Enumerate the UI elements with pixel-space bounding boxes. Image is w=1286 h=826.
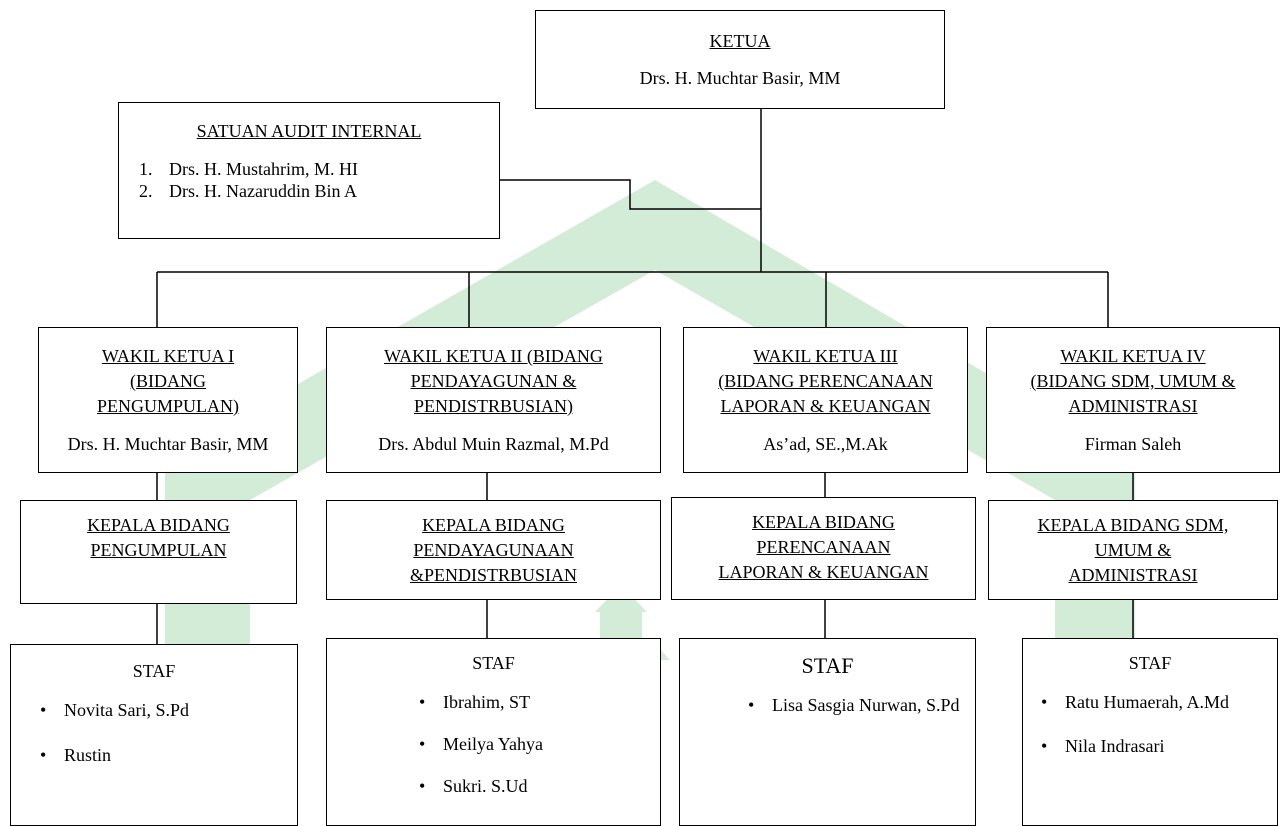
chairman-box: KETUA Drs. H. Muchtar Basir, MM [535,10,945,109]
division-head-1-title: KEPALA BIDANG PENGUMPULAN [87,515,230,560]
chairman-title: KETUA [709,31,771,51]
list-item: Ratu Humaerah, A.Md [1039,690,1277,714]
staff-2-title: STAF [472,653,515,673]
list-item: Meilya Yahya [417,732,660,756]
vice-chair-4-name: Firman Saleh [1084,434,1182,454]
division-head-3-title: KEPALA BIDANG PERENCANAAN LAPORAN & KEUA… [718,512,929,582]
chairman-name: Drs. H. Muchtar Basir, MM [639,68,841,88]
list-item: Lisa Sasgia Nurwan, S.Pd [746,693,961,717]
vice-chair-2-box: WAKIL KETUA II (BIDANG PENDAYAGUNAN & PE… [326,327,661,473]
vice-chair-1-box: WAKIL KETUA I (BIDANG PENGUMPULAN) Drs. … [38,327,298,473]
audit-member: 1.Drs. H. Mustahrim, M. HI [139,159,358,179]
vice-chair-3-box: WAKIL KETUA III (BIDANG PERENCANAAN LAPO… [683,327,968,473]
staff-4-title: STAF [1128,653,1172,673]
audit-member-list: 1.Drs. H. Mustahrim, M. HI 2.Drs. H. Naz… [139,158,499,202]
division-head-2-box: KEPALA BIDANG PENDAYAGUNAAN &PENDISTRBUS… [326,500,661,600]
staff-4-list: Ratu Humaerah, A.Md Nila Indrasari [1039,690,1277,758]
audit-title: SATUAN AUDIT INTERNAL [196,121,422,141]
vice-chair-1-name: Drs. H. Muchtar Basir, MM [67,434,269,454]
division-head-4-title: KEPALA BIDANG SDM, UMUM & ADMINISTRASI [1037,515,1229,585]
audit-member: 2.Drs. H. Nazaruddin Bin A [139,181,357,201]
vice-chair-3-name: As’ad, SE.,M.Ak [763,434,888,454]
staff-2-list: Ibrahim, ST Meilya Yahya Sukri. S.Ud [417,690,660,798]
vice-chair-4-box: WAKIL KETUA IV (BIDANG SDM, UMUM & ADMIN… [986,327,1280,473]
staff-4-box: STAF Ratu Humaerah, A.Md Nila Indrasari [1022,638,1278,826]
vice-chair-1-title: WAKIL KETUA I (BIDANG PENGUMPULAN) [96,346,239,416]
vice-chair-2-name: Drs. Abdul Muin Razmal, M.Pd [378,434,609,454]
vice-chair-3-title: WAKIL KETUA III (BIDANG PERENCANAAN LAPO… [718,346,933,416]
vice-chair-4-title: WAKIL KETUA IV (BIDANG SDM, UMUM & ADMIN… [1030,346,1236,416]
staff-1-list: Novita Sari, S.Pd Rustin [38,698,297,767]
staff-1-box: STAF Novita Sari, S.Pd Rustin [10,644,298,826]
staff-3-box: STAF Lisa Sasgia Nurwan, S.Pd [679,638,976,826]
division-head-4-box: KEPALA BIDANG SDM, UMUM & ADMINISTRASI [988,500,1278,600]
division-head-2-title: KEPALA BIDANG PENDAYAGUNAAN &PENDISTRBUS… [409,515,578,585]
staff-2-box: STAF Ibrahim, ST Meilya Yahya Sukri. S.U… [326,638,661,826]
staff-1-title: STAF [132,661,176,681]
list-item: Novita Sari, S.Pd [38,698,297,722]
list-item: Nila Indrasari [1039,734,1277,758]
list-item: Rustin [38,743,297,767]
staff-3-title: STAF [801,653,854,678]
vice-chair-2-title: WAKIL KETUA II (BIDANG PENDAYAGUNAN & PE… [384,346,603,416]
list-item: Sukri. S.Ud [417,774,660,798]
list-item: Ibrahim, ST [417,690,660,714]
audit-box: SATUAN AUDIT INTERNAL 1.Drs. H. Mustahri… [118,102,500,239]
division-head-3-box: KEPALA BIDANG PERENCANAAN LAPORAN & KEUA… [671,497,976,600]
staff-3-list: Lisa Sasgia Nurwan, S.Pd [746,693,961,717]
division-head-1-box: KEPALA BIDANG PENGUMPULAN [20,500,297,604]
